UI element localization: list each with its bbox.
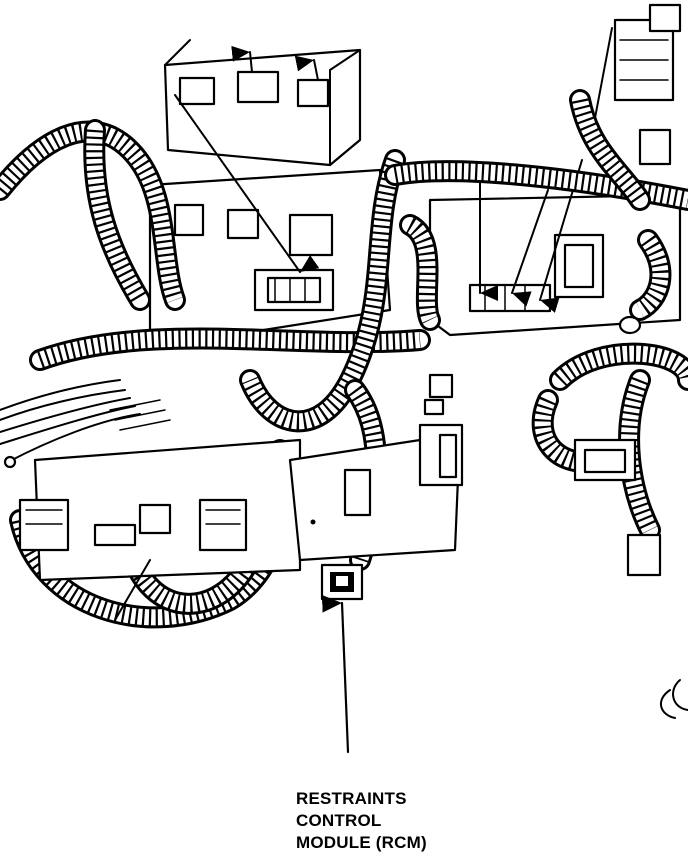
rcm-callout-arrow bbox=[321, 595, 350, 754]
upper-relay-panel bbox=[163, 39, 362, 167]
rcm-connector bbox=[320, 563, 364, 601]
lower-module-tray bbox=[18, 399, 464, 621]
rcm-callout-line-3: MODULE (RCM) bbox=[296, 833, 427, 852]
rcm-callout-label: RESTRAINTS CONTROL MODULE (RCM) bbox=[296, 788, 427, 854]
rcm-callout-line-1: RESTRAINTS bbox=[296, 789, 407, 808]
top-right-connector-cluster bbox=[613, 3, 682, 166]
loose-wires-left bbox=[0, 379, 141, 469]
dash-carrier-panel bbox=[148, 94, 392, 342]
rcm-callout-line-2: CONTROL bbox=[296, 811, 382, 830]
right-lower-connectors bbox=[423, 315, 688, 719]
